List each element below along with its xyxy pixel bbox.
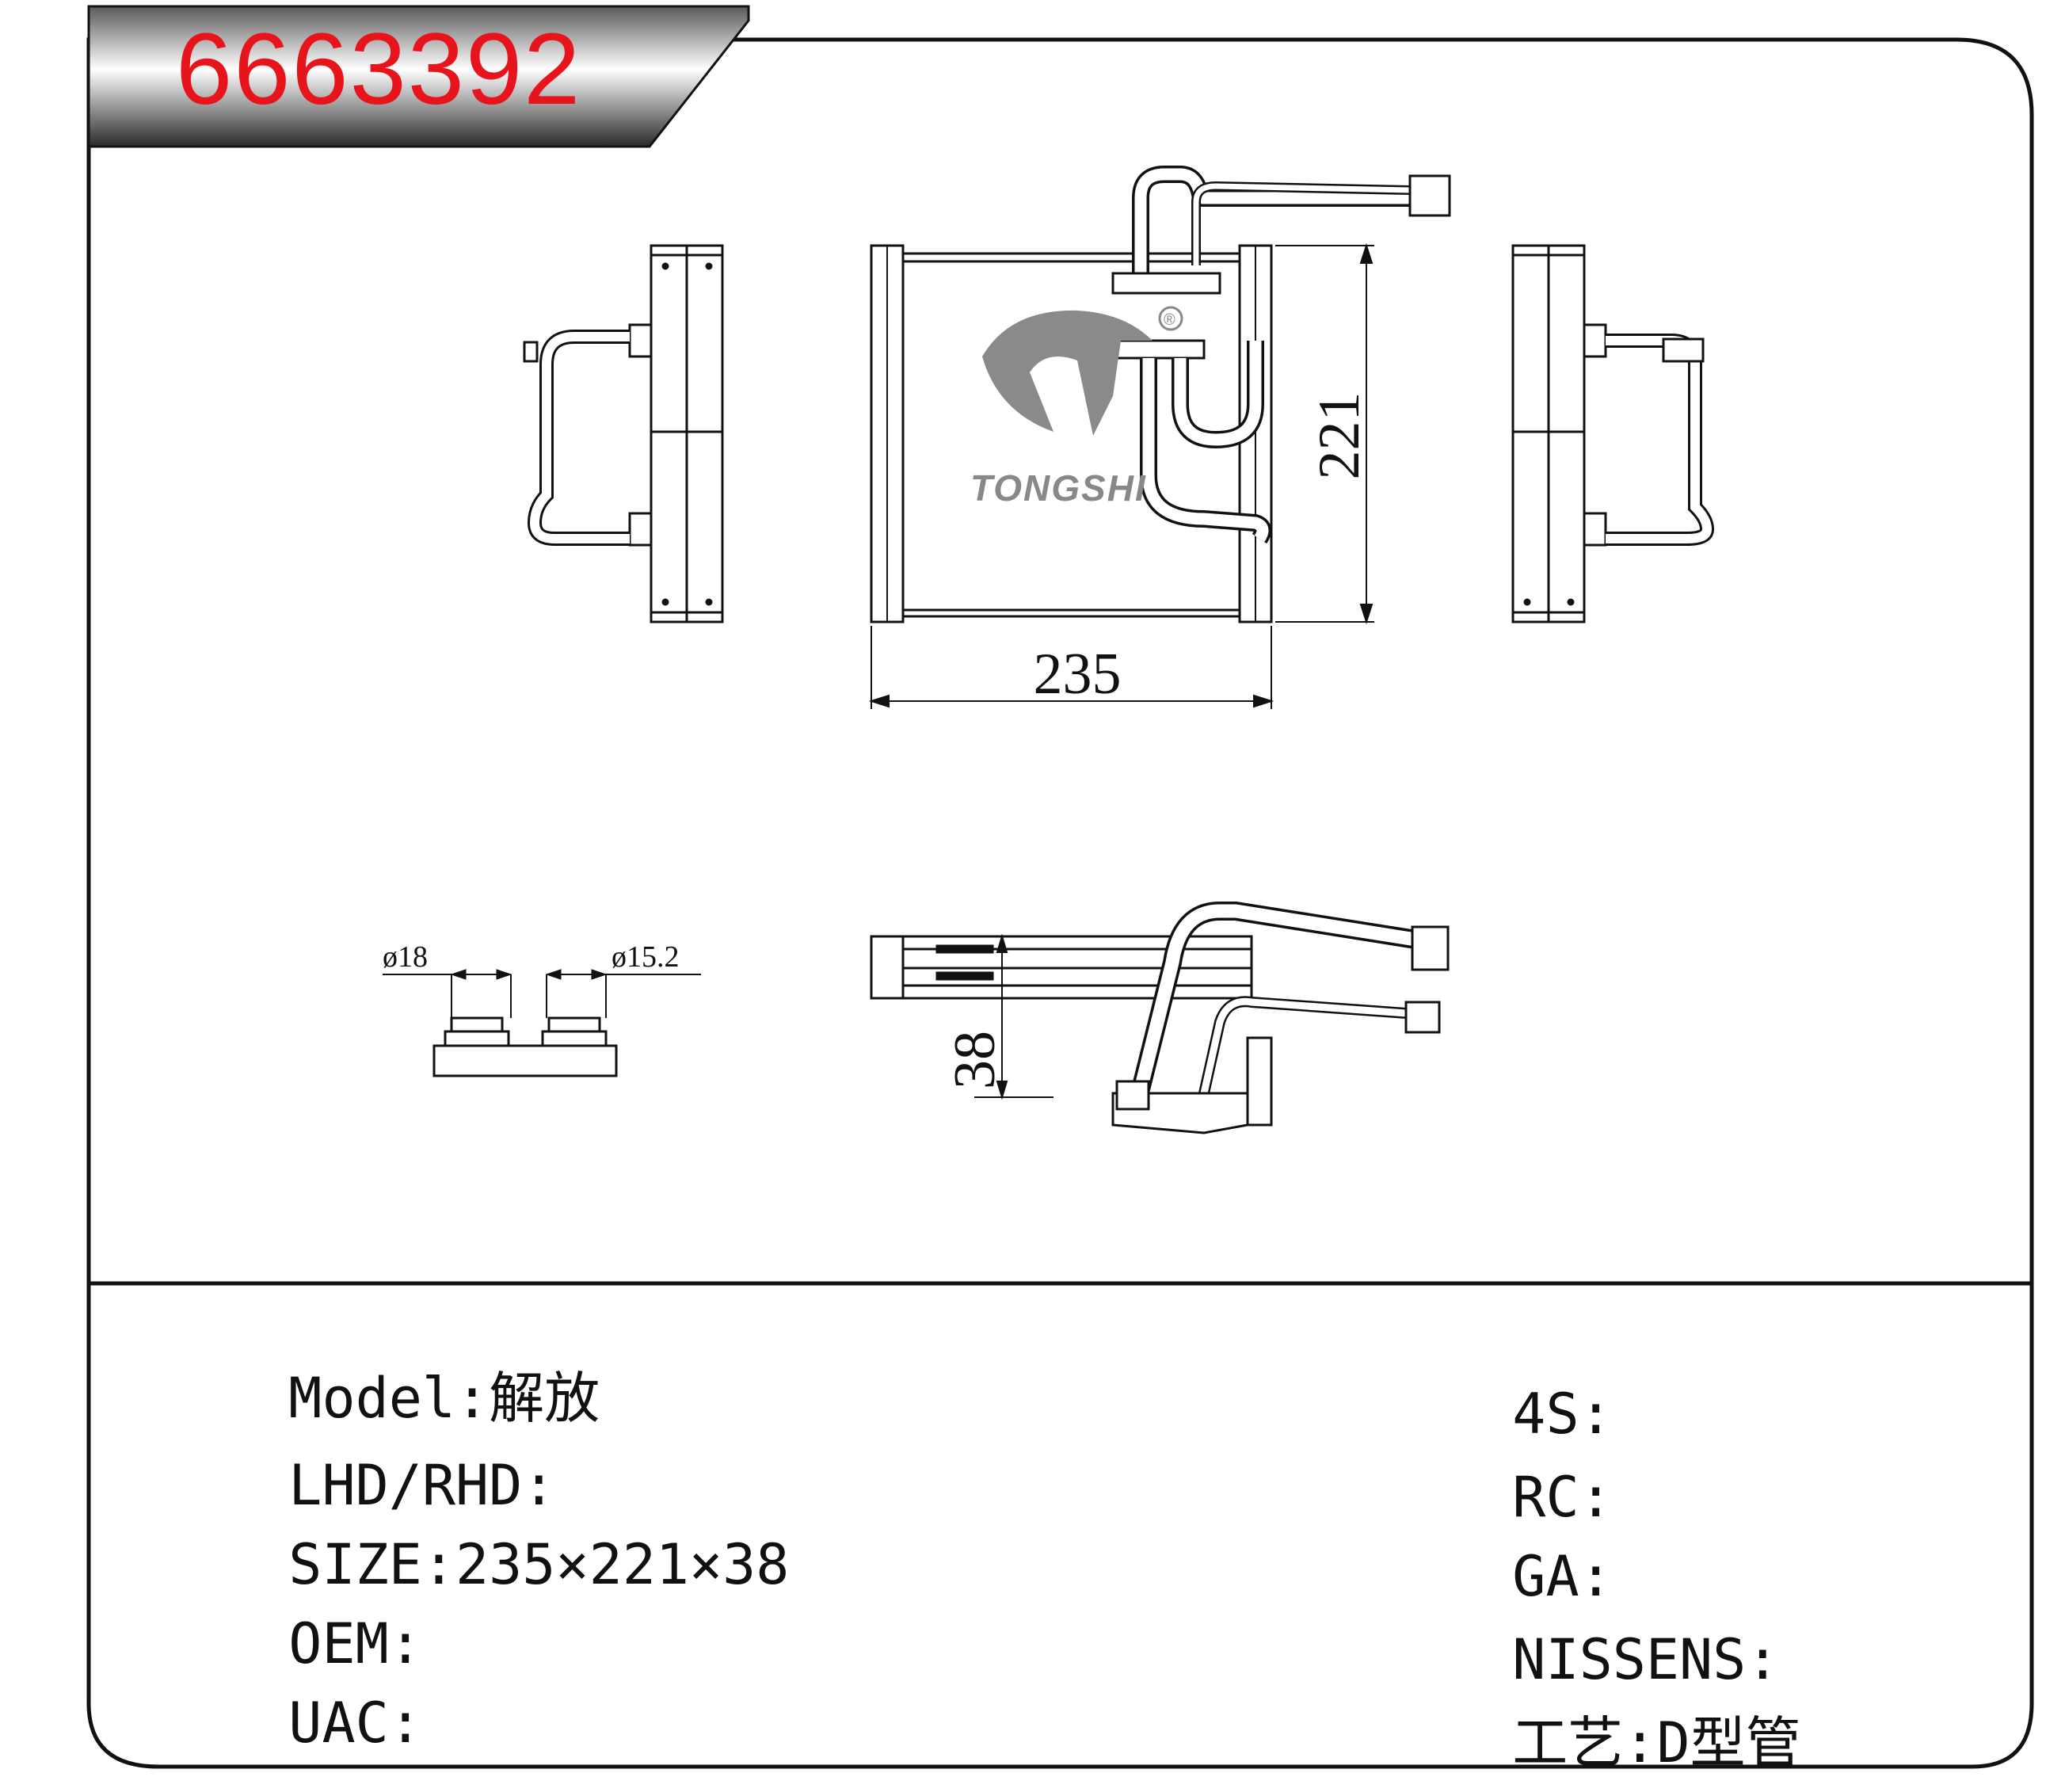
spec-process-key: 工艺: (1512, 1710, 1657, 1775)
spec-rc: RC: (1446, 1414, 1612, 1525)
height-dimension: 221 (1275, 242, 1374, 625)
brand-logo: TONGSHI ® (970, 306, 1183, 509)
spec-ga-key: GA: (1512, 1544, 1613, 1609)
height-label: 221 (1307, 392, 1372, 480)
width-dimension: 235 (868, 626, 1274, 709)
spec-oem-key: OEM: (288, 1611, 422, 1676)
drawing-frame (86, 37, 2034, 1769)
logo-mark: ® (1164, 311, 1175, 329)
outlet-diameter-label: ø15.2 (612, 940, 680, 974)
spec-process: 工艺:D型管 (1446, 1660, 1800, 1771)
spec-nissens: NISSENS: (1446, 1577, 1779, 1687)
spec-size-value: 235×221×38 (455, 1532, 790, 1597)
spec-size-key: SIZE: (288, 1532, 456, 1597)
part-number: 6663392 (176, 13, 582, 126)
logo-text: TONGSHI (970, 467, 1147, 509)
spec-model-key: Model: (288, 1366, 490, 1431)
spec-rc-key: RC: (1512, 1465, 1613, 1530)
spec-ga: GA: (1446, 1493, 1612, 1604)
spec-model-value: 解放 (489, 1366, 600, 1431)
spec-size: SIZE:235×221×38 (222, 1481, 789, 1592)
top-view (870, 902, 1450, 1134)
spec-nissens-key: NISSENS: (1512, 1627, 1780, 1692)
spec-uac: UAC: (222, 1640, 422, 1751)
spec-oem: OEM: (222, 1561, 422, 1672)
inlet-diameter-label: ø18 (383, 940, 428, 974)
depth-label: 38 (943, 1031, 1008, 1089)
spec-model: Model:解放 (222, 1315, 600, 1426)
spec-4s-key: 4S: (1512, 1382, 1613, 1447)
front-view (870, 166, 1451, 623)
spec-uac-key: UAC: (288, 1691, 422, 1756)
depth-dimension: 38 (943, 933, 1053, 1100)
spec-lhd-rhd-key: LHD/RHD: (288, 1453, 556, 1518)
width-label: 235 (1034, 642, 1122, 707)
right-side-view (1511, 244, 1715, 623)
spec-lhd-rhd: LHD/RHD: (222, 1402, 555, 1513)
flange-detail-view: ø18 ø15.2 (383, 940, 701, 1077)
left-side-view (523, 244, 724, 623)
part-number-tab (87, 5, 750, 148)
spec-4s: 4S: (1446, 1331, 1612, 1442)
spec-process-value: D型管 (1656, 1710, 1801, 1775)
